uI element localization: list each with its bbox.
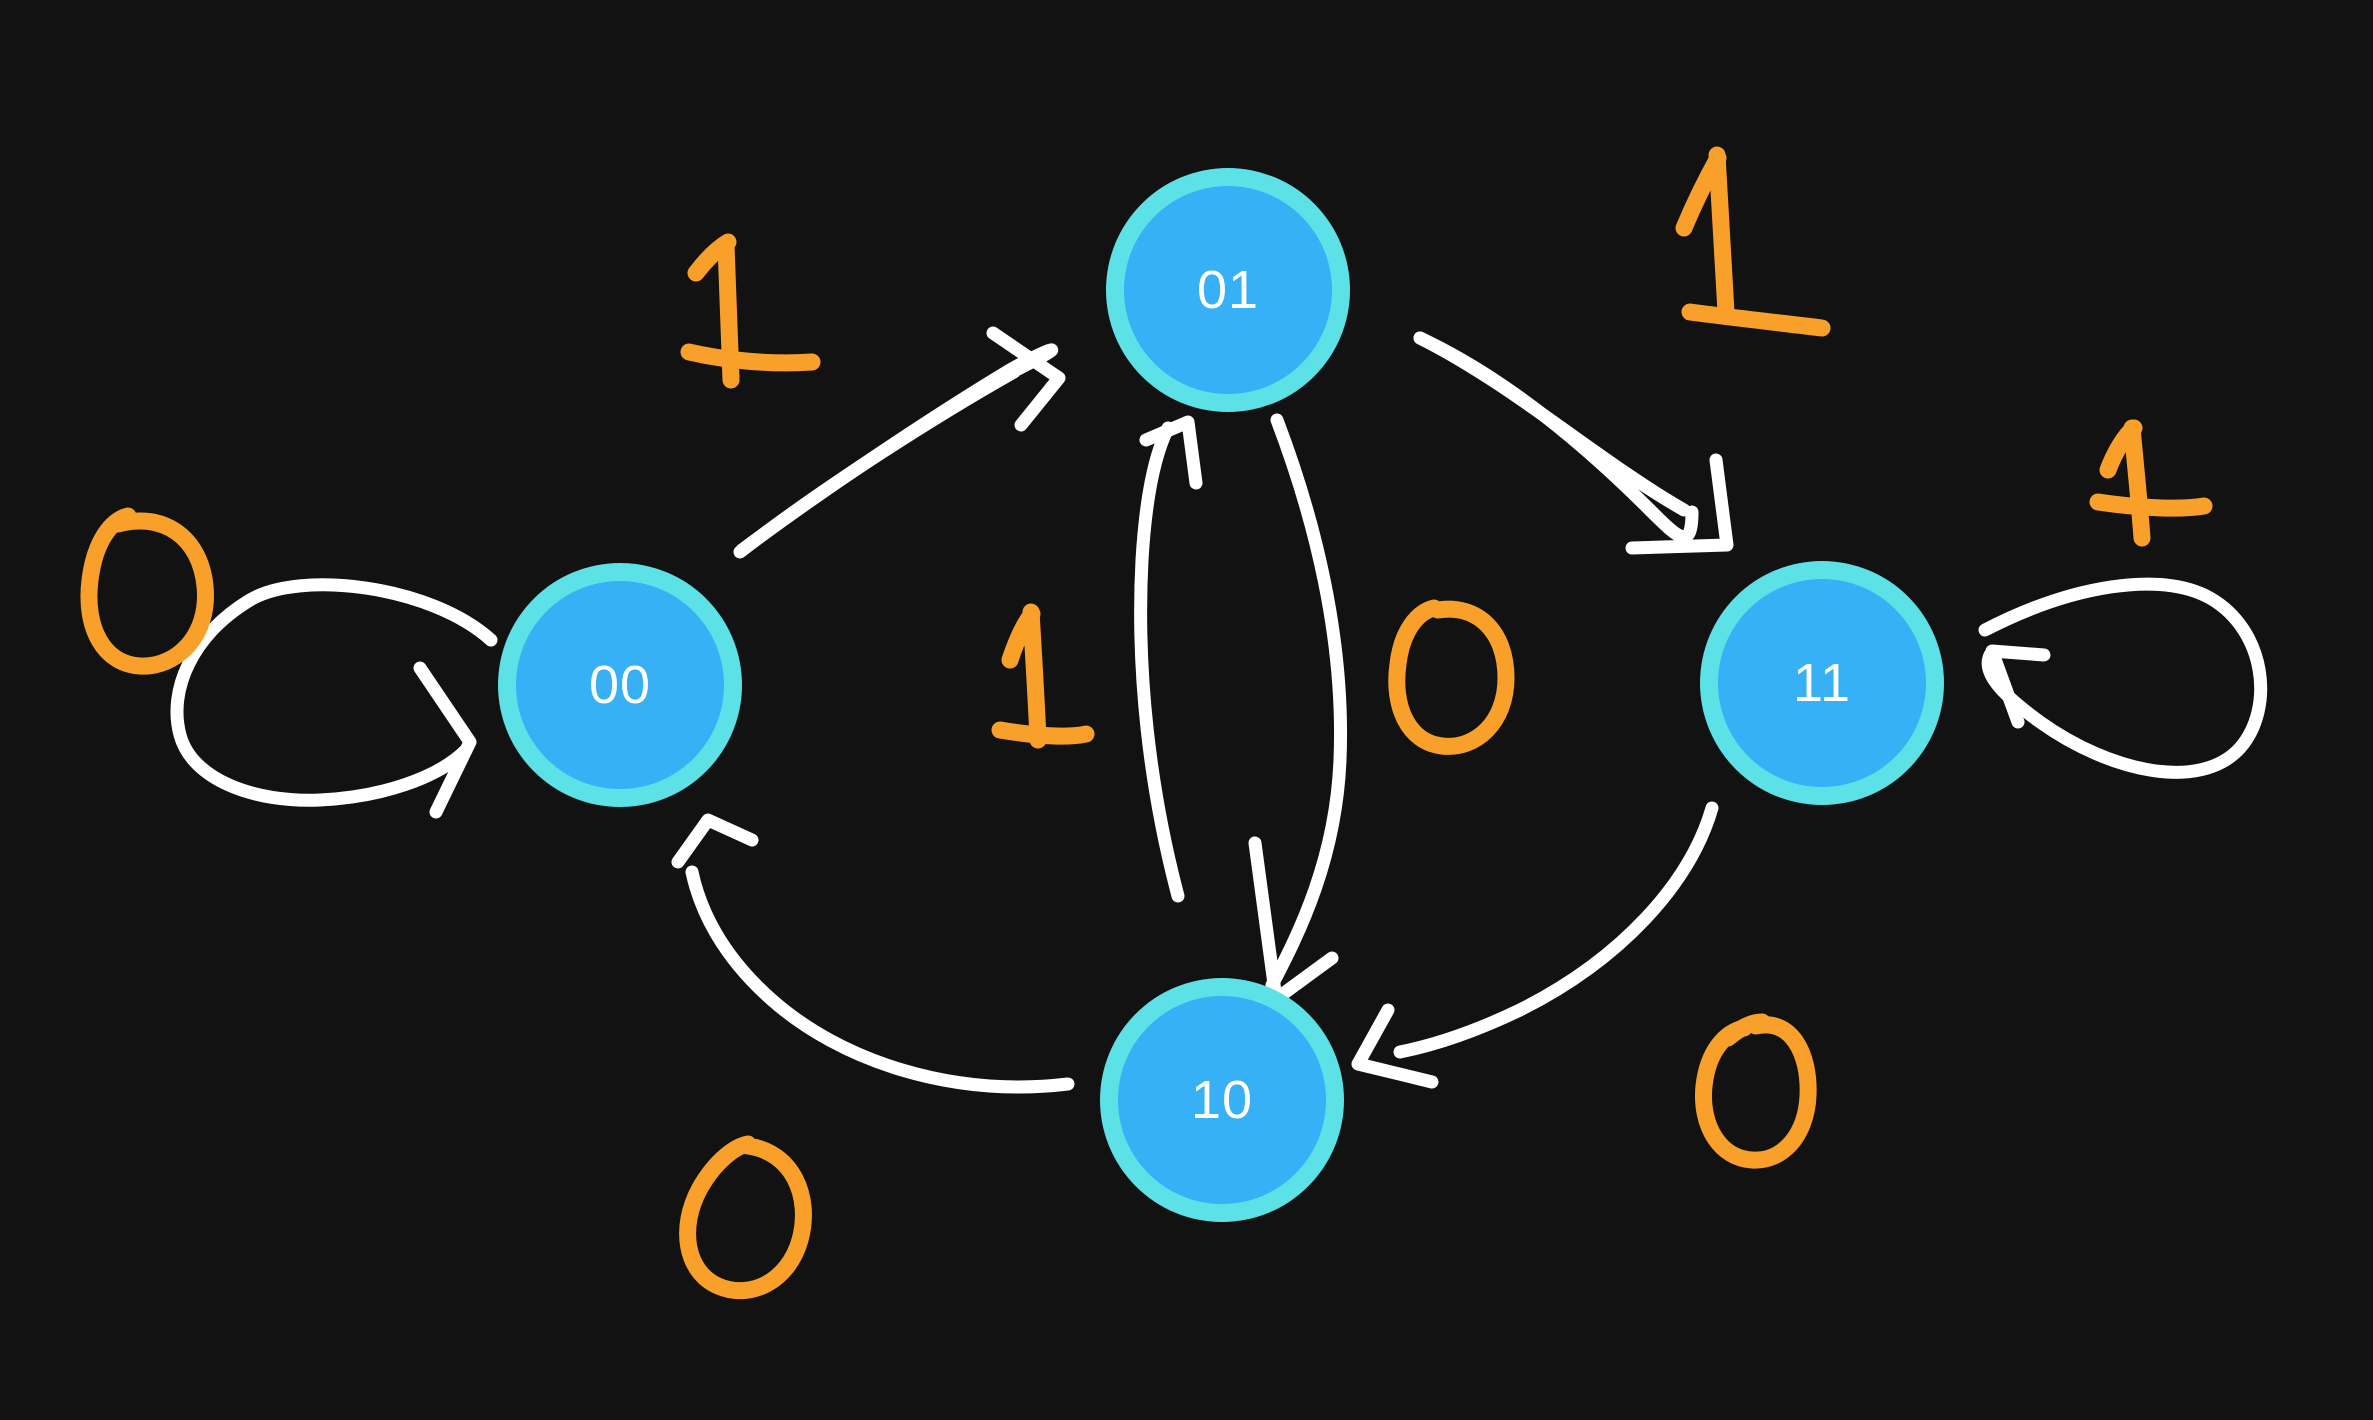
edge-path-11-11 (1978, 577, 2268, 779)
edge-label-00-00 (80, 507, 214, 675)
glyph-one-stem (717, 236, 740, 389)
edge-label-10-01 (991, 603, 1095, 749)
arrowhead-11-10 (1351, 1003, 1439, 1089)
state-node-10-fill (1118, 996, 1326, 1204)
edge-10-to-00 (671, 813, 1075, 1094)
glyph-one-base (2089, 493, 2213, 517)
glyph-zero (679, 1135, 812, 1300)
edge-path-00-01-main (733, 365, 1021, 559)
glyph-zero-tail (1719, 1013, 1771, 1047)
glyph-one-base (1681, 303, 1831, 337)
state-node-11[interactable] (1700, 561, 1944, 805)
edge-label-11-11 (2089, 419, 2213, 547)
edge-01-to-11 (1413, 331, 1734, 555)
arrowhead-10-00 (671, 813, 759, 869)
edge-10-to-01 (1134, 415, 1203, 903)
glyph-zero (80, 507, 214, 675)
state-node-00-fill (516, 581, 724, 789)
arrowhead-11-11 (1985, 644, 2051, 729)
state-node-00[interactable] (498, 563, 742, 807)
edges-group (170, 326, 2268, 1094)
edge-label-11-10 (1695, 1013, 1817, 1169)
glyph-one-flag (1001, 605, 1041, 669)
edge-labels-group (80, 146, 2213, 1300)
edge-path-10-01 (1134, 421, 1185, 903)
edge-00-to-00 (170, 578, 498, 819)
glyph-one-base (680, 343, 821, 372)
edge-11-to-10 (1351, 801, 1719, 1089)
edge-11-to-11 (1978, 577, 2268, 779)
nodes-group (498, 168, 1944, 1222)
glyph-zero (1695, 1016, 1817, 1169)
glyph-one-stem (2123, 419, 2151, 547)
edge-label-00-01 (680, 233, 821, 389)
edge-label-10-00 (679, 1135, 812, 1300)
glyph-one-flag (2099, 419, 2143, 479)
edge-label-01-10 (1388, 599, 1515, 755)
edge-path-11-10 (1393, 801, 1719, 1059)
glyph-one-flag (687, 233, 737, 282)
edge-label-01-11 (1675, 146, 1831, 337)
arrowhead-10-01 (1139, 415, 1203, 490)
edge-path-10-00 (685, 865, 1075, 1094)
edge-path-01-10 (1265, 413, 1348, 992)
glyph-one-base (991, 721, 1095, 745)
arrowhead-01-11 (1625, 453, 1734, 555)
state-node-01[interactable] (1106, 168, 1350, 412)
glyph-one-flag (1675, 149, 1727, 237)
state-node-11-fill (1718, 579, 1926, 787)
glyph-one-stem (1022, 603, 1047, 749)
arrowhead-00-00 (413, 661, 477, 819)
edge-01-to-10 (1248, 413, 1348, 1006)
state-node-10[interactable] (1100, 978, 1344, 1222)
glyph-one-stem (1708, 146, 1735, 321)
arrowhead-00-01 (986, 326, 1066, 432)
edge-00-to-01 (733, 326, 1066, 559)
edge-path-01-11-main (1413, 331, 1691, 517)
edge-path-00-00 (170, 578, 498, 807)
state-node-01-fill (1124, 186, 1332, 394)
glyph-zero (1388, 599, 1515, 755)
